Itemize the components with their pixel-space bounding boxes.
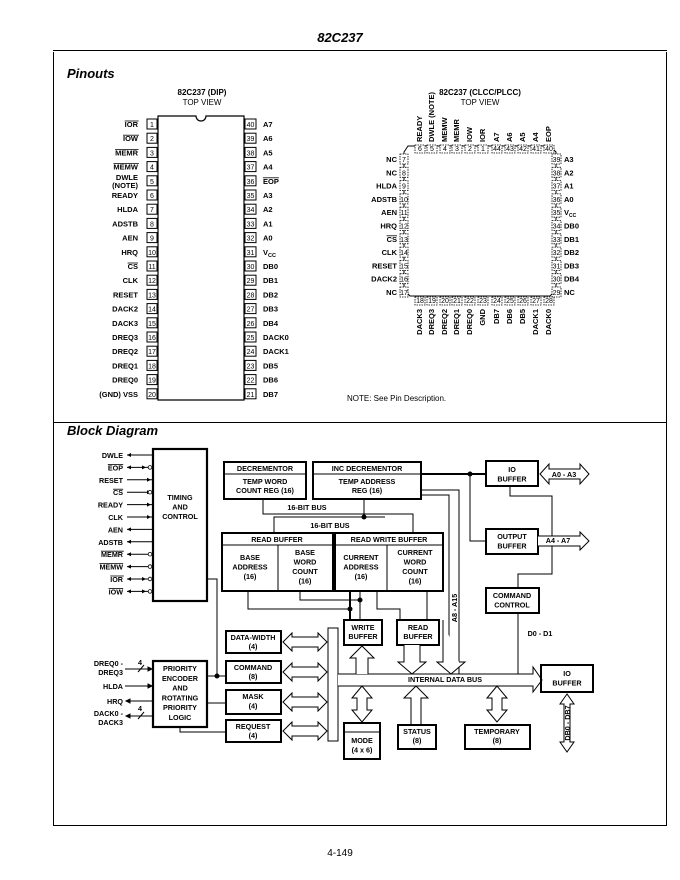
figure-frame [53, 52, 667, 826]
title-rule [53, 50, 667, 51]
section-divider [53, 422, 667, 423]
page-title: 82C237 [317, 30, 363, 45]
section-heading-block-diagram: Block Diagram [67, 423, 159, 438]
page-number: 4-149 [327, 848, 353, 859]
section-heading-pinouts: Pinouts [67, 66, 115, 81]
